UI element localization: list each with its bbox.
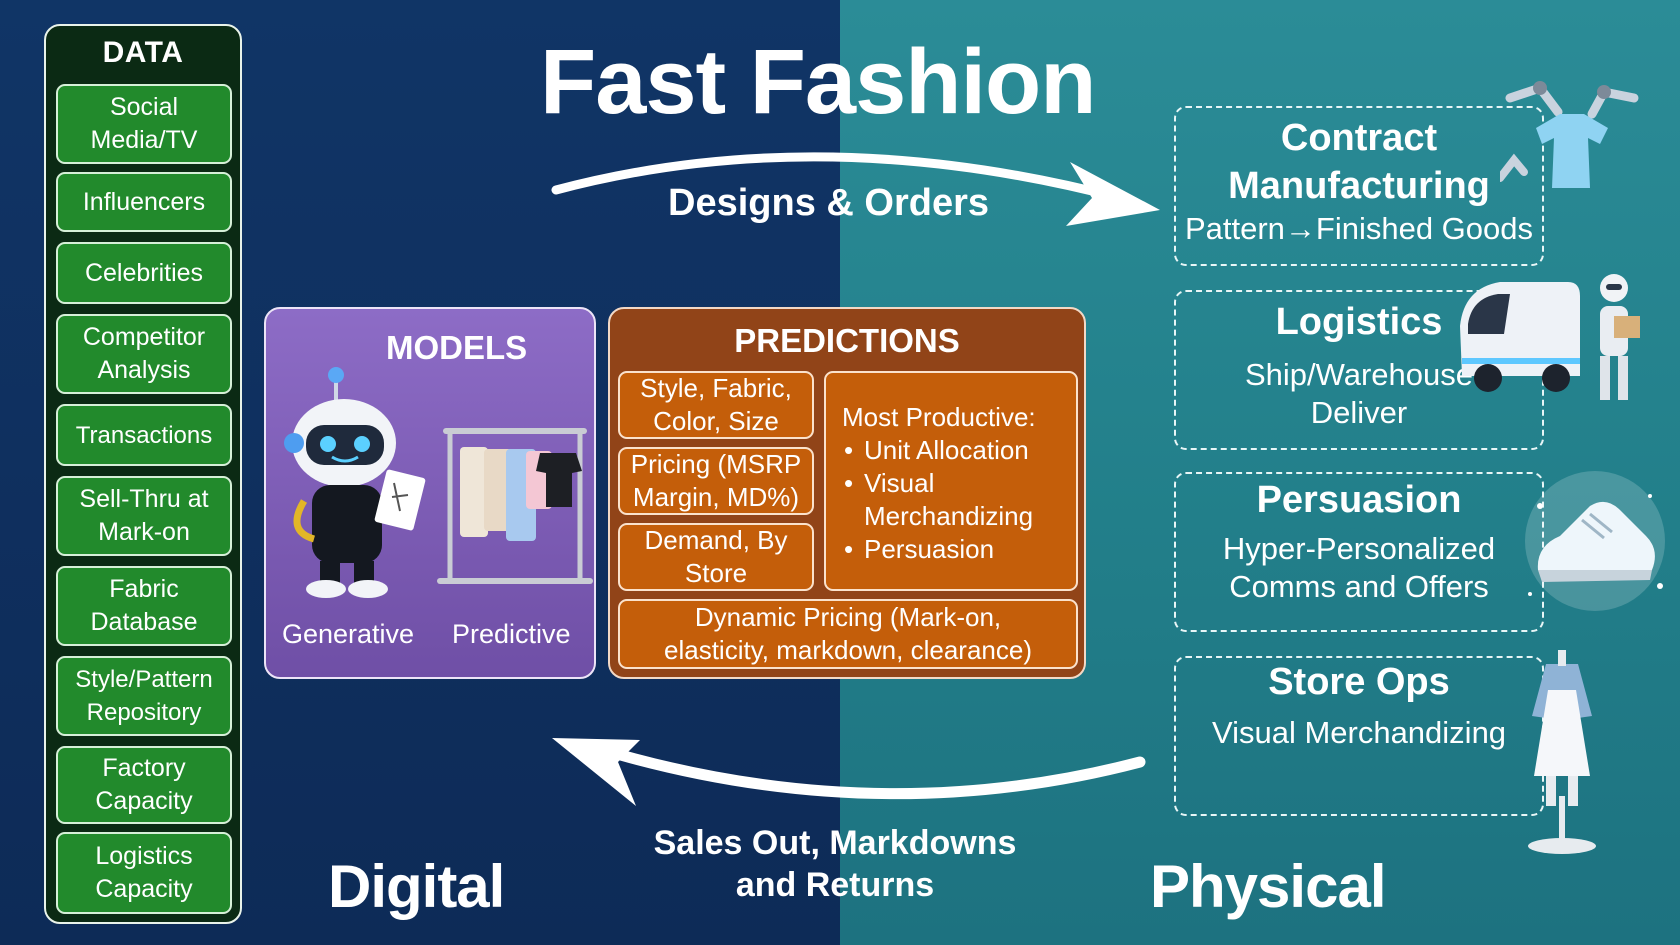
data-item-social-media: Social Media/TV bbox=[56, 84, 232, 164]
data-item-sell-thru: Sell-Thru at Mark-on bbox=[56, 476, 232, 556]
data-item-celebrities: Celebrities bbox=[56, 242, 232, 304]
mannequin-icon bbox=[1516, 646, 1606, 856]
persuasion-title: Persuasion bbox=[1176, 476, 1542, 524]
data-item-fabric-database: Fabric Database bbox=[56, 566, 232, 646]
list-item: Unit Allocation bbox=[842, 434, 1066, 467]
digital-label: Digital bbox=[328, 852, 504, 921]
bottom-arrow bbox=[552, 738, 1140, 806]
generative-label: Generative bbox=[282, 619, 414, 650]
flow-label-designs-orders: Designs & Orders bbox=[668, 182, 989, 225]
most-productive-heading: Most Productive: bbox=[842, 401, 1066, 434]
store-ops-subtitle: Visual Merchandizing bbox=[1176, 714, 1542, 752]
sparkle-sneaker-icon bbox=[1520, 466, 1670, 616]
predictions-panel: PREDICTIONS Style, Fabric, Color, Size P… bbox=[608, 307, 1086, 679]
flow-label-sales-returns: Sales Out, Markdowns and Returns bbox=[630, 822, 1040, 906]
predictive-label: Predictive bbox=[452, 619, 571, 650]
most-productive-list: Unit Allocation Visual Merchandizing Per… bbox=[842, 434, 1066, 566]
data-panel-title: DATA bbox=[46, 36, 240, 70]
prediction-style: Style, Fabric, Color, Size bbox=[618, 371, 814, 439]
store-ops-title: Store Ops bbox=[1176, 658, 1542, 706]
data-item-logistics-capacity: Logistics Capacity bbox=[56, 832, 232, 914]
prediction-dynamic-pricing: Dynamic Pricing (Mark-on, elasticity, ma… bbox=[618, 599, 1078, 669]
physical-persuasion: Persuasion Hyper-Personalized Comms and … bbox=[1174, 472, 1544, 632]
prediction-pricing: Pricing (MSRP Margin, MD%) bbox=[618, 447, 814, 515]
list-item: Persuasion bbox=[842, 533, 1066, 566]
contract-manufacturing-subtitle: Pattern→Finished Goods bbox=[1176, 210, 1542, 248]
physical-label: Physical bbox=[1150, 852, 1386, 921]
models-panel: MODELS bbox=[264, 307, 596, 679]
persuasion-subtitle-1: Hyper-Personalized bbox=[1176, 530, 1542, 568]
data-panel: DATA Social Media/TV Influencers Celebri… bbox=[44, 24, 242, 924]
delivery-van-robot-icon bbox=[1450, 266, 1650, 416]
list-item: Visual Merchandizing bbox=[842, 467, 1066, 533]
data-item-competitor-analysis: Competitor Analysis bbox=[56, 314, 232, 394]
robot-arms-shirt-icon bbox=[1500, 68, 1640, 198]
contract-manufacturing-title: Contract Manufacturing bbox=[1176, 114, 1542, 210]
data-item-factory-capacity: Factory Capacity bbox=[56, 746, 232, 824]
prediction-demand: Demand, By Store bbox=[618, 523, 814, 591]
prediction-most-productive: Most Productive: Unit Allocation Visual … bbox=[824, 371, 1078, 591]
physical-contract-manufacturing: Contract Manufacturing Pattern→Finished … bbox=[1174, 106, 1544, 266]
data-item-transactions: Transactions bbox=[56, 404, 232, 466]
predictions-title: PREDICTIONS bbox=[610, 322, 1084, 360]
clothing-rack-icon bbox=[436, 419, 596, 599]
flow-label-line-2: and Returns bbox=[630, 864, 1040, 906]
data-item-influencers: Influencers bbox=[56, 172, 232, 232]
data-item-style-pattern: Style/Pattern Repository bbox=[56, 656, 232, 736]
flow-label-line-1: Sales Out, Markdowns bbox=[630, 822, 1040, 864]
physical-store-ops: Store Ops Visual Merchandizing bbox=[1174, 656, 1544, 816]
main-title: Fast Fashion bbox=[540, 30, 1140, 135]
persuasion-subtitle-2: Comms and Offers bbox=[1176, 568, 1542, 606]
robot-designer-icon bbox=[274, 361, 434, 601]
